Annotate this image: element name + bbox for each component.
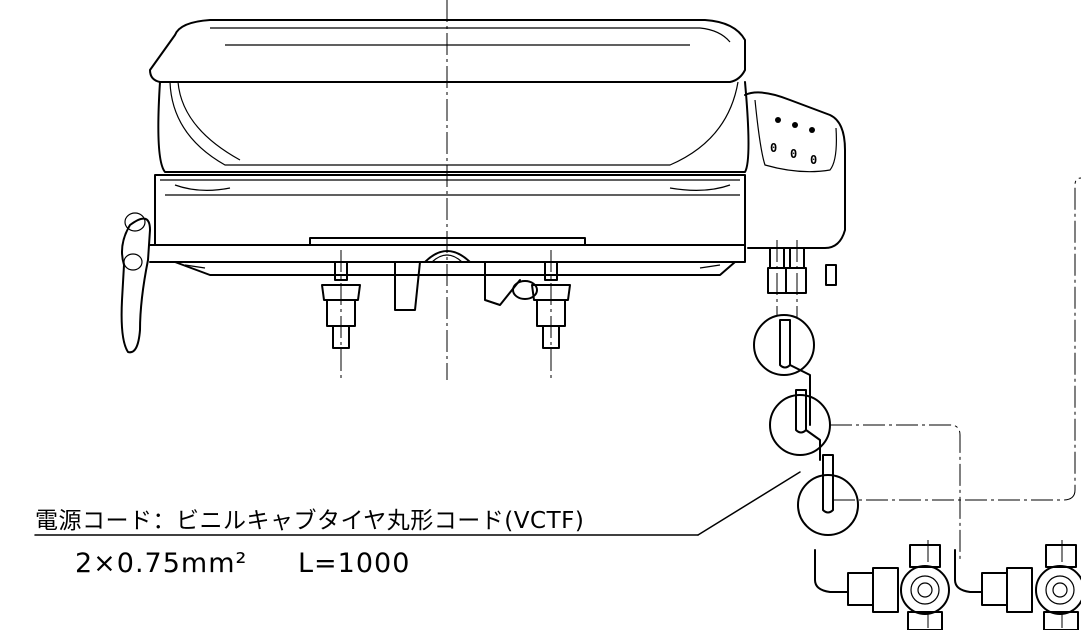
cord-size-spec: 2×0.75mm²: [75, 548, 247, 579]
toilet-seat-base: [149, 174, 746, 276]
control-panel: 0 0 0: [744, 91, 846, 249]
panel-marking-3: 0: [810, 153, 817, 167]
stop-valve-right: [954, 544, 1081, 630]
toilet-seat-lid: [149, 19, 750, 173]
hose-connectors: [767, 240, 837, 330]
panel-marking-1: 0: [770, 141, 777, 155]
callout-leader: [34, 471, 801, 536]
power-cord-label: 電源コード：ビニルキャブタイヤ丸形コード(VCTF): [35, 508, 584, 534]
cord-length-spec: L=1000: [298, 548, 410, 579]
panel-marking-2: 0: [790, 147, 797, 161]
mounting-fittings: [321, 250, 571, 380]
cord-clamps: [753, 314, 859, 536]
stop-valve-left: [814, 544, 950, 630]
side-lever: [120, 212, 151, 354]
